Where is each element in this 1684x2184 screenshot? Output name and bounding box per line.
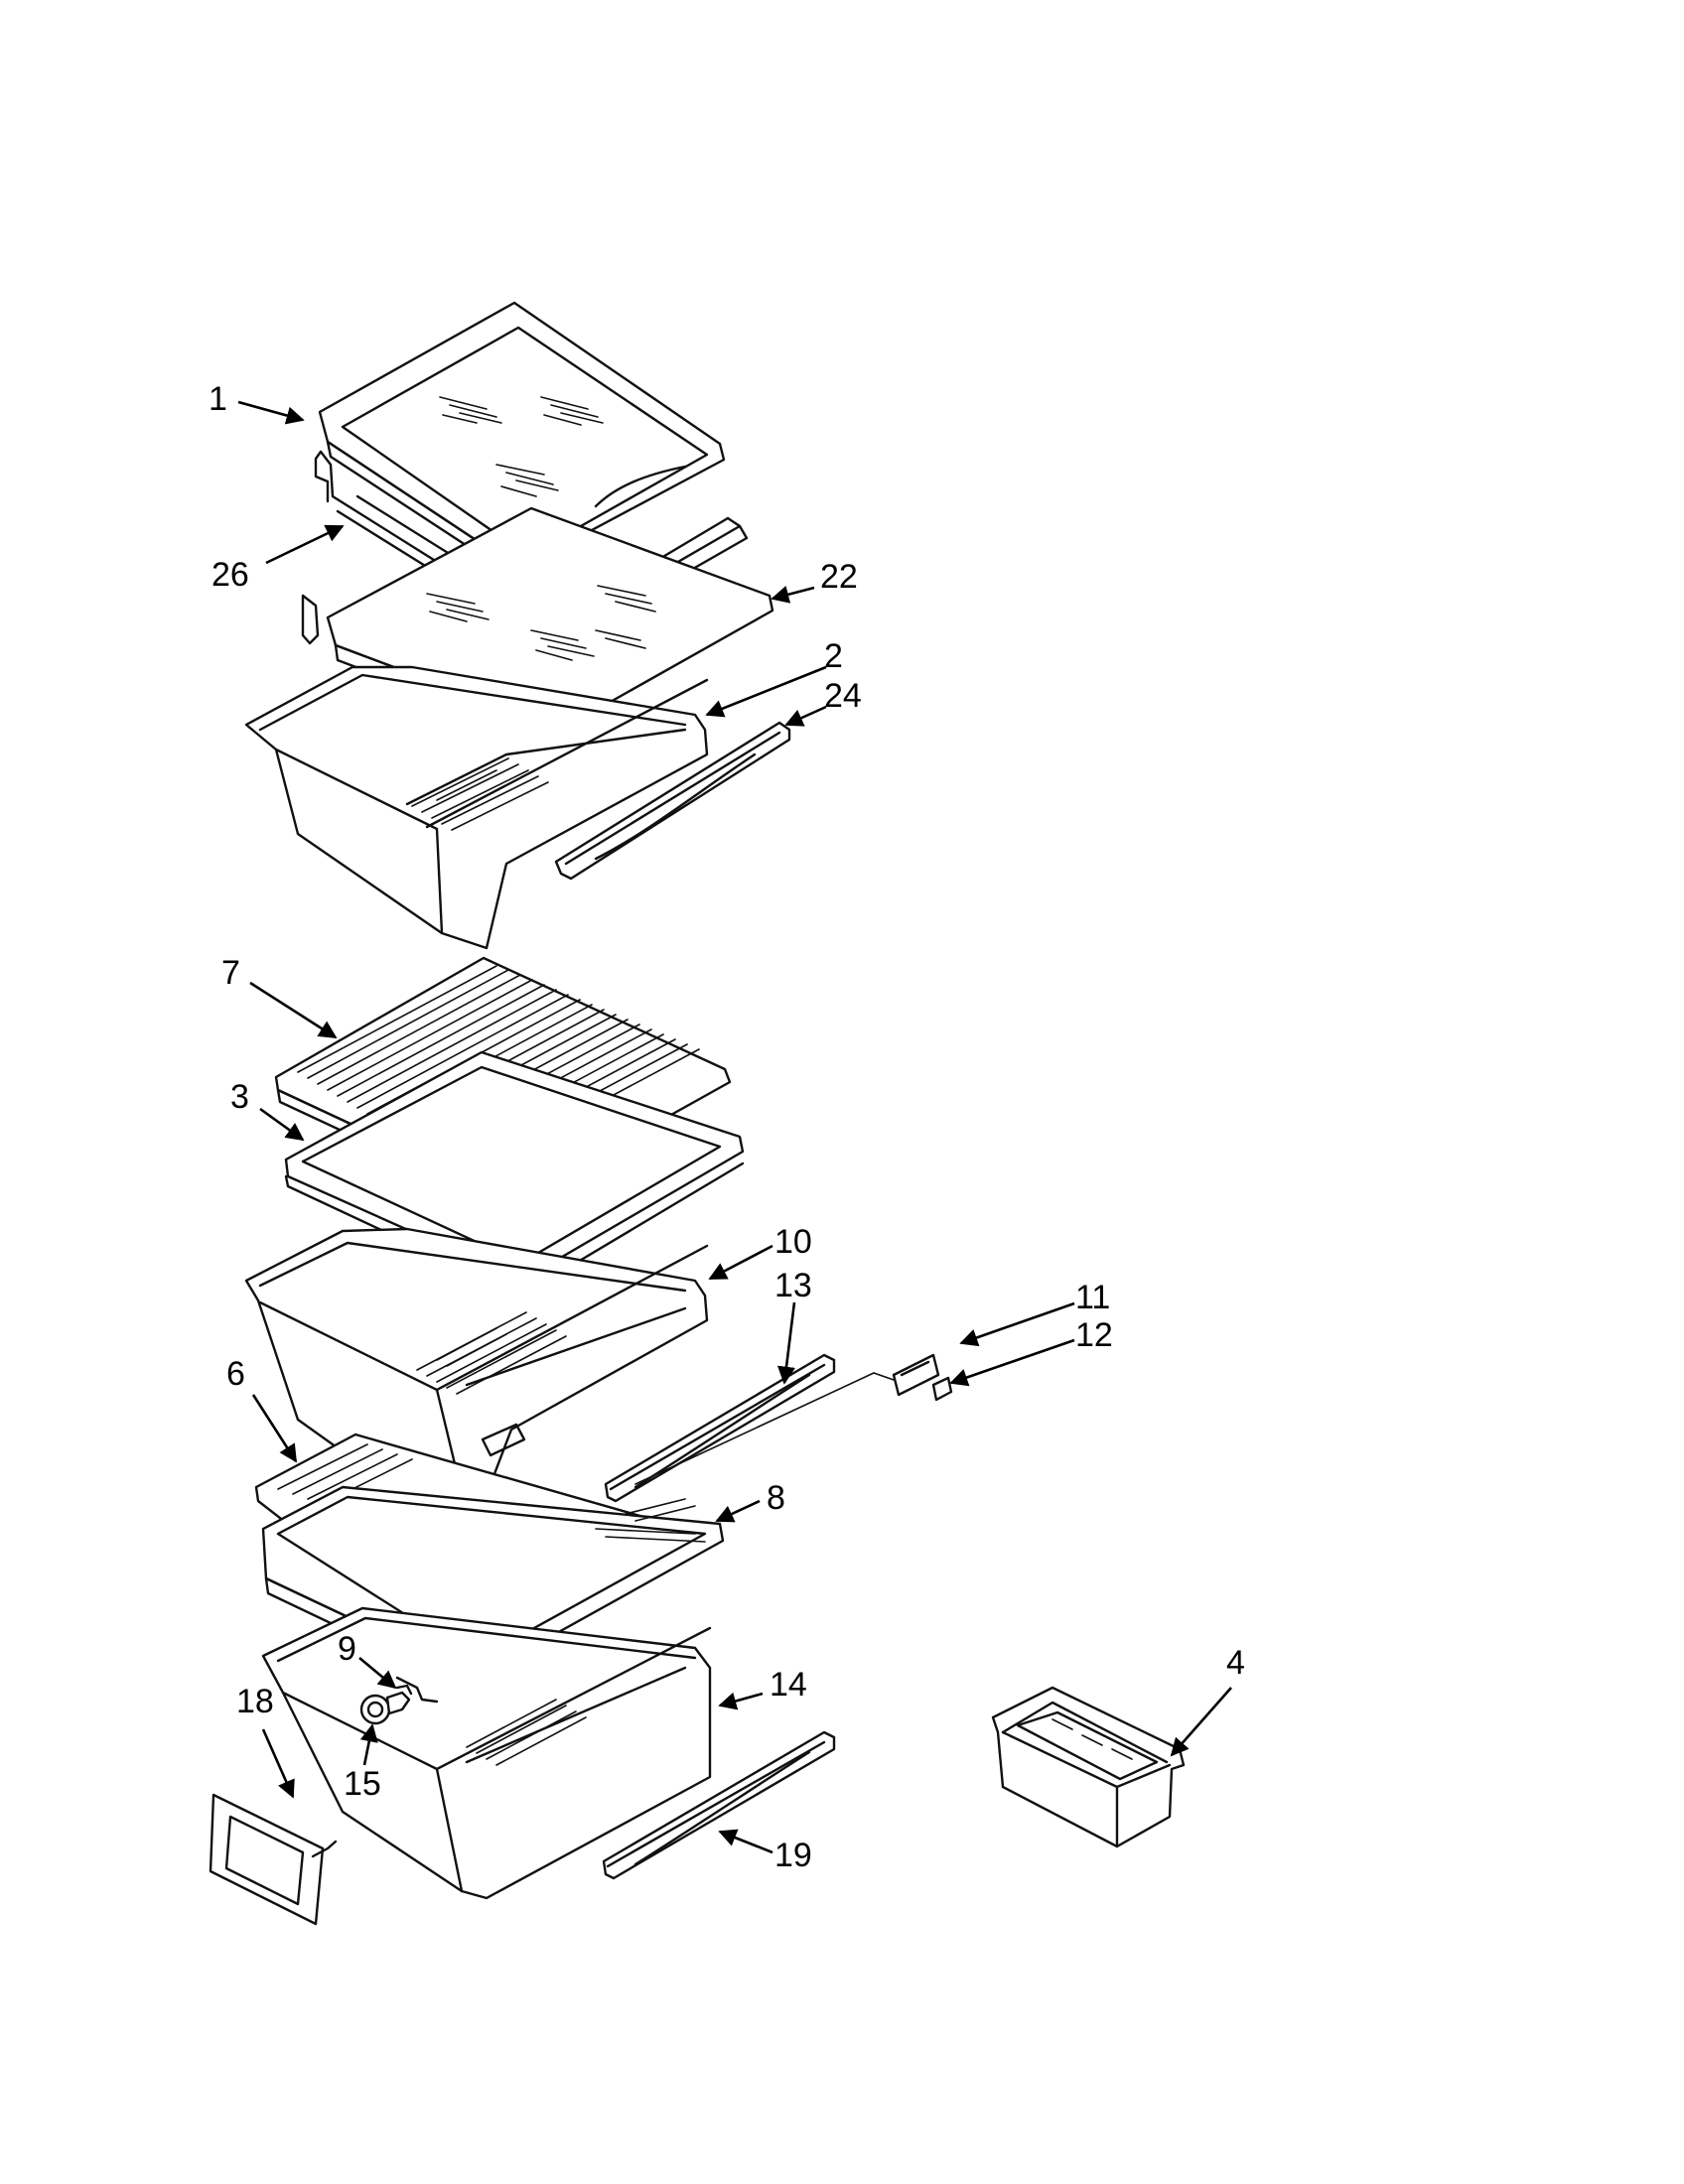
- part-1-shelf: [318, 301, 726, 585]
- callout-13: 13: [774, 1267, 812, 1304]
- leader-4: [1170, 1687, 1232, 1757]
- leader-22: [771, 586, 815, 604]
- callout-2: 2: [824, 637, 843, 675]
- callout-26: 26: [211, 556, 249, 594]
- callout-24: 24: [824, 677, 862, 715]
- callout-8: 8: [767, 1479, 785, 1517]
- part-13-trim: [604, 1353, 875, 1503]
- callout-4: 4: [1226, 1644, 1245, 1682]
- callout-12: 12: [1075, 1316, 1113, 1354]
- part-24-trim: [554, 721, 791, 881]
- part-2-pan: [244, 665, 709, 950]
- callout-labels: 1 26 22 2 24 7 3 10 13 11 12 6 8 9 14 4 …: [209, 380, 1245, 1874]
- leader-2: [705, 665, 827, 718]
- part-18-plate: [209, 1793, 338, 1926]
- callout-19: 19: [774, 1837, 812, 1874]
- leader-9: [358, 1657, 397, 1690]
- callout-18: 18: [236, 1683, 274, 1720]
- part-9-15-knob: [359, 1684, 413, 1725]
- callout-1: 1: [209, 380, 227, 418]
- callout-14: 14: [770, 1666, 807, 1704]
- leader-1: [237, 400, 305, 425]
- leader-14: [718, 1692, 764, 1710]
- leader-10: [708, 1244, 773, 1281]
- part-11-12-handle: [873, 1353, 953, 1402]
- part-19-trim: [602, 1730, 836, 1880]
- callout-6: 6: [226, 1355, 245, 1393]
- callout-9: 9: [338, 1630, 356, 1668]
- leader-3: [259, 1107, 305, 1142]
- callout-22: 22: [820, 558, 858, 596]
- leader-13: [776, 1301, 796, 1385]
- leader-15: [359, 1723, 378, 1766]
- part-4-bin: [991, 1686, 1186, 1848]
- leader-11: [959, 1301, 1075, 1347]
- leader-8: [715, 1499, 761, 1523]
- leader-7: [249, 981, 338, 1039]
- leader-lines: [237, 400, 1232, 1854]
- callout-15: 15: [344, 1765, 381, 1803]
- leader-26: [265, 524, 345, 565]
- leader-12: [949, 1338, 1075, 1387]
- callout-3: 3: [230, 1078, 249, 1116]
- callout-7: 7: [221, 954, 240, 992]
- leader-24: [784, 705, 827, 727]
- callout-10: 10: [774, 1223, 812, 1261]
- leader-18: [261, 1728, 295, 1799]
- part-14-pan: [261, 1606, 712, 1900]
- callout-11: 11: [1075, 1279, 1110, 1316]
- leader-6: [251, 1394, 298, 1463]
- leader-19: [718, 1829, 773, 1854]
